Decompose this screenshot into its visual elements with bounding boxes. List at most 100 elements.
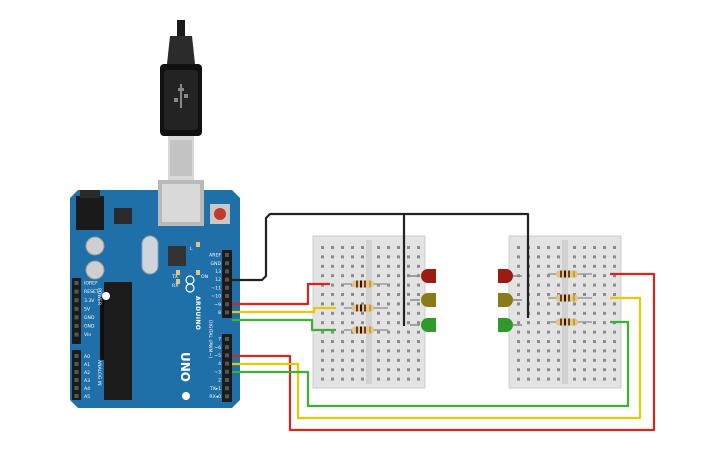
breadboard-hole xyxy=(387,349,390,353)
breadboard-hole xyxy=(573,283,576,287)
resistor xyxy=(344,304,388,312)
breadboard-hole xyxy=(613,377,616,381)
breadboard-hole xyxy=(613,358,616,362)
breadboard-hole xyxy=(517,349,520,353)
breadboard-hole xyxy=(361,255,364,259)
breadboard-hole xyxy=(407,246,410,249)
breadboard-hole xyxy=(573,255,576,259)
breadboard-hole xyxy=(537,246,540,249)
breadboard-hole xyxy=(331,283,334,287)
arduino-infinity-icon xyxy=(185,275,195,293)
breadboard-hole xyxy=(397,264,400,268)
breadboard-hole xyxy=(557,302,560,306)
breadboard-hole xyxy=(517,377,520,381)
power-pin-socket[interactable] xyxy=(74,281,79,285)
power-header-label: POWER xyxy=(96,288,102,306)
breadboard-hole xyxy=(377,330,380,334)
breadboard-hole xyxy=(583,368,586,372)
board-led-label: RX xyxy=(172,283,178,289)
analog-pin-socket[interactable] xyxy=(74,394,79,398)
digital-pin-socket[interactable] xyxy=(225,353,229,358)
power-pin-socket[interactable] xyxy=(74,332,79,337)
digital-pin-socket[interactable] xyxy=(225,378,229,382)
breadboard-hole xyxy=(321,302,324,306)
breadboard-hole xyxy=(547,377,550,381)
breadboard-hole xyxy=(547,274,550,278)
breadboard-hole xyxy=(603,368,606,372)
breadboard-hole xyxy=(341,283,344,287)
analog-pin-socket[interactable] xyxy=(74,370,79,374)
breadboard-hole xyxy=(417,283,420,287)
breadboard-hole xyxy=(547,246,550,249)
digital-pin-socket[interactable] xyxy=(225,294,229,298)
breadboard-hole xyxy=(387,246,390,249)
breadboard-hole xyxy=(537,264,540,268)
breadboard-hole xyxy=(351,368,354,372)
breadboard-hole xyxy=(593,377,596,381)
breadboard-hole xyxy=(537,283,540,287)
breadboard-hole xyxy=(613,246,616,249)
wire-pin-5 xyxy=(232,272,656,432)
digital-pin-socket[interactable] xyxy=(225,361,229,366)
usb-cable-icon xyxy=(160,20,202,180)
power-pin-socket[interactable] xyxy=(74,306,79,311)
power-header xyxy=(72,278,81,344)
digital-pin-socket[interactable] xyxy=(225,253,229,257)
digital-pin-socket[interactable] xyxy=(225,269,229,274)
digital-pin-socket[interactable] xyxy=(225,386,229,391)
breadboard-hole xyxy=(331,255,334,259)
breadboard-hole xyxy=(537,293,540,296)
breadboard-hole xyxy=(331,368,334,372)
breadboard-hole xyxy=(547,358,550,362)
breadboard-hole xyxy=(537,311,540,315)
breadboard-hole xyxy=(397,293,400,296)
breadboard-hole xyxy=(407,283,410,287)
breadboard-hole xyxy=(557,311,560,315)
breadboard-hole xyxy=(341,368,344,372)
digital-pin-socket[interactable] xyxy=(225,345,229,350)
analog-pin-label: A5 xyxy=(84,394,90,400)
digital-pin-socket[interactable] xyxy=(225,261,229,266)
breadboard-hole xyxy=(583,293,586,296)
analog-pin-socket[interactable] xyxy=(74,362,79,366)
digital-pin-socket[interactable] xyxy=(225,310,229,315)
analog-pin-socket[interactable] xyxy=(74,378,79,382)
breadboard-hole xyxy=(341,246,344,249)
breadboard-hole xyxy=(397,274,400,278)
atmega-chip xyxy=(104,282,132,400)
power-pin-socket[interactable] xyxy=(74,324,79,328)
breadboard-hole xyxy=(397,246,400,249)
digital-pin-socket[interactable] xyxy=(225,369,229,374)
digital-pin-socket[interactable] xyxy=(225,277,229,282)
breadboard-hole xyxy=(407,321,410,325)
analog-pin-label: A3 xyxy=(84,378,90,384)
digital-pin-socket[interactable] xyxy=(225,285,229,290)
breadboard-hole xyxy=(407,255,410,259)
breadboard-hole xyxy=(613,368,616,372)
breadboard-hole xyxy=(351,377,354,381)
breadboard-hole xyxy=(351,246,354,249)
digital-pin-socket[interactable] xyxy=(225,302,229,307)
board-led-label: L xyxy=(190,246,193,252)
breadboard-hole xyxy=(341,377,344,381)
breadboard-hole xyxy=(377,264,380,268)
breadboard-hole xyxy=(603,358,606,362)
breadboard-hole xyxy=(547,340,550,343)
power-pin-label: 3.3V xyxy=(84,298,95,304)
breadboard-hole xyxy=(417,358,420,362)
breadboard-hole xyxy=(407,330,410,334)
digital-pin-socket[interactable] xyxy=(225,337,229,341)
digital-pin-socket[interactable] xyxy=(225,394,229,399)
breadboard-hole xyxy=(331,340,334,343)
breadboard-hole xyxy=(331,293,334,296)
breadboard-hole xyxy=(397,321,400,325)
breadboard-hole xyxy=(517,293,520,296)
breadboard-hole xyxy=(593,368,596,372)
analog-pin-socket[interactable] xyxy=(74,354,79,358)
power-pin-socket[interactable] xyxy=(74,289,79,294)
power-pin-socket[interactable] xyxy=(74,298,79,303)
breadboard-hole xyxy=(517,358,520,362)
breadboard-hole xyxy=(603,274,606,278)
analog-pin-socket[interactable] xyxy=(74,386,79,390)
power-pin-socket[interactable] xyxy=(74,315,79,320)
